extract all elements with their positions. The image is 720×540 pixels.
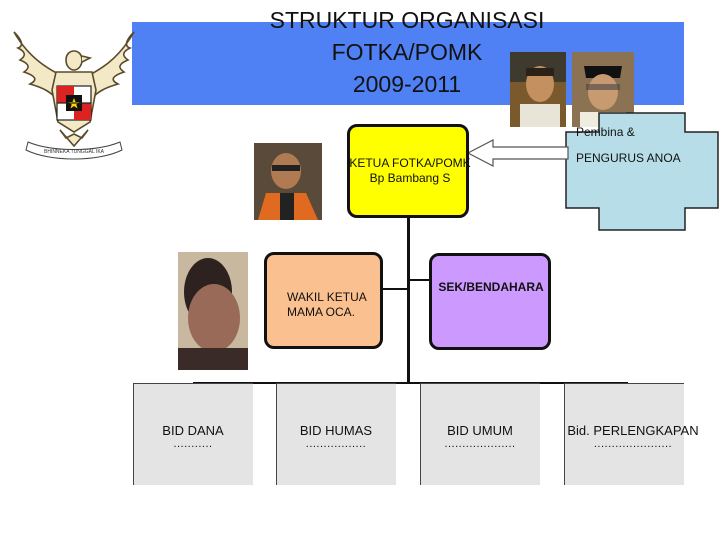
dept-dots-dana: ........... — [173, 438, 213, 450]
dept-label-humas: BID HUMAS — [299, 423, 373, 438]
ketua-label: KETUA FOTKA/POMK — [349, 156, 471, 170]
pembina-box — [565, 112, 719, 231]
pembina-photo-1 — [510, 52, 566, 127]
dept-box-umum — [420, 383, 540, 485]
garuda-emblem-icon: BHINNEKA TUNGGAL IKA — [13, 31, 135, 160]
ketua-box — [347, 124, 469, 218]
arrow-left-icon — [467, 139, 569, 167]
dept-label-perlengkapan: Bid. PERLENGKAPAN — [567, 423, 699, 438]
connector-wakil — [381, 288, 408, 290]
connector-sekretaris — [409, 279, 431, 281]
wakil-name: MAMA OCA. — [287, 305, 356, 319]
dept-box-dana — [133, 383, 253, 485]
emblem-ribbon-text: BHINNEKA TUNGGAL IKA — [44, 149, 105, 155]
dept-dots-umum: .................... — [444, 438, 516, 450]
sekretaris-label: SEK/BENDAHARA — [438, 280, 544, 294]
dept-label-umum: BID UMUM — [447, 423, 513, 438]
dept-box-perlengkapan — [564, 383, 684, 485]
dept-label-dana: BID DANA — [162, 423, 224, 438]
connector-trunk — [407, 218, 410, 384]
wakil-photo — [178, 252, 248, 370]
ketua-photo — [254, 143, 322, 220]
wakil-label: WAKIL KETUA — [287, 290, 367, 304]
ketua-name: Bp Bambang S — [369, 171, 451, 185]
pembina-label: Pembina & — [576, 125, 635, 139]
page-title: STRUKTUR ORGANISASI FOTKA/POMK 2009-2011 — [269, 7, 545, 97]
dept-dots-perlengkapan: ...................... — [593, 438, 673, 450]
wakil-box — [264, 252, 383, 349]
dept-box-humas — [276, 383, 396, 485]
sekretaris-box — [429, 253, 551, 350]
pembina-title: PENGURUS ANOA — [576, 151, 681, 165]
connector-departments — [193, 382, 628, 384]
dept-dots-humas: ................. — [305, 438, 367, 450]
